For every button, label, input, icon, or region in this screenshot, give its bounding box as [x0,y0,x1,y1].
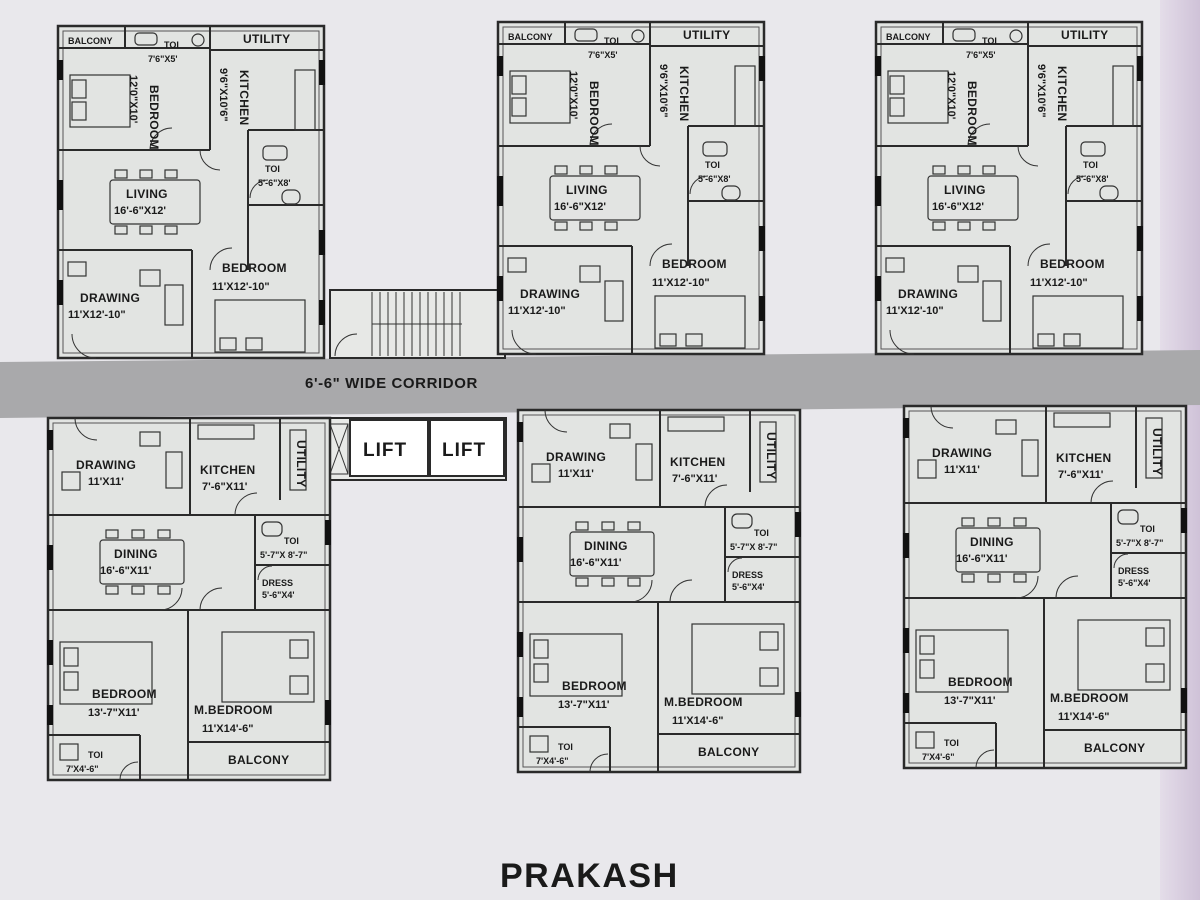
dining-dim: 16'-6"X11' [100,565,152,577]
utility-label-bottom-unit: UTILITY [294,440,308,487]
top-unit-left: BALCONY TOI 7'6"X5' UTILITY BEDROOM 12'0… [56,24,326,360]
dress-dim: 5'-6"X4' [262,590,295,600]
corridor-band [0,350,1200,418]
bedroom-top-label: BEDROOM [147,85,161,150]
corridor-label: 6'-6" WIDE CORRIDOR [305,375,478,392]
dining-label: DINING [114,547,158,561]
lift-label-2: LIFT [442,440,486,461]
kitchen-dim-bottom-unit: 7'-6"X11' [202,481,248,493]
top-unit-right [876,22,1142,354]
bedroom-top-dim: 12'0"X10' [127,75,139,124]
m-bedroom-dim: 11'X14'-6" [202,723,253,735]
bottom-unit-right [904,406,1186,768]
toi-mid-label: TOI [265,164,280,174]
kitchen-label-bottom-unit: KITCHEN [200,463,255,477]
kitchen-top-dim: 9'6"X10'6" [217,68,229,122]
project-name: PRAKASH [500,857,679,895]
bedroom-label-bottom-unit: BEDROOM [92,687,157,701]
drawing-dim-bottom-unit: 11'X11' [88,476,124,488]
top-unit-middle [498,22,764,354]
toi-top-dim: 7'6"X5' [148,54,178,64]
toi-mid-label-bottom-unit: TOI [284,536,299,546]
balcony-label-bottom-unit: BALCONY [228,753,289,767]
toi-bottom-label: TOI [88,750,103,760]
dress-label: DRESS [262,578,293,588]
kitchen-top-label: KITCHEN [237,70,251,125]
toi-mid-dim: 5'-6"X8' [258,178,291,188]
utility-label-top: UTILITY [243,32,290,46]
lift-block: LIFT LIFT [327,417,507,481]
living-label: LIVING [126,187,168,201]
m-bedroom-label: M.BEDROOM [194,703,273,717]
staircase [329,289,506,359]
bedroom-dim-top-unit: 11'X12'-10" [212,281,270,293]
bottom-unit-left: DRAWING 11'X11' KITCHEN 7'-6"X11' UTILIT… [46,416,332,782]
drawing-label-top-unit: DRAWING [80,291,140,305]
drawing-dim-top-unit: 11'X12'-10" [68,309,126,321]
balcony-label-top: BALCONY [68,36,113,46]
toi-mid-dim-bottom-unit: 5'-7"X 8'-7" [260,550,307,560]
toi-top-label: TOI [164,40,179,50]
toi-bottom-dim: 7'X4'-6" [66,764,99,774]
bottom-unit-middle [518,410,800,772]
drawing-label-bottom-unit: DRAWING [76,458,136,472]
lift-label-1: LIFT [363,440,407,461]
bedroom-label-top-unit: BEDROOM [222,261,287,275]
bedroom-dim-bottom-unit: 13'-7"X11' [88,707,140,719]
living-dim: 16'-6"X12' [114,205,166,217]
